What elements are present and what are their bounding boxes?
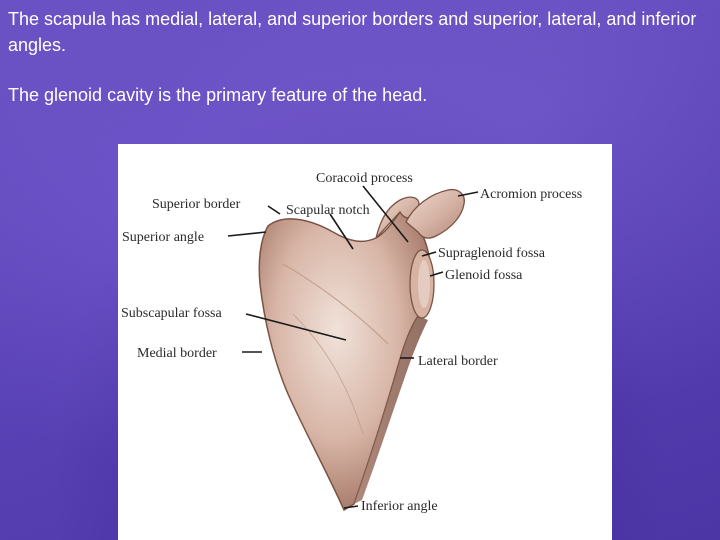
paragraph-scapula-borders: The scapula has medial, lateral, and sup… — [8, 9, 697, 55]
leader-coracoid-process — [362, 185, 409, 243]
leader-superior-angle — [227, 231, 267, 237]
scapula-diagram: Coracoid process Acromion process Superi… — [118, 144, 612, 540]
paragraph-glenoid-cavity: The glenoid cavity is the primary featur… — [8, 85, 428, 105]
lateral-ridge — [354, 316, 428, 504]
label-lateral-border: Lateral border — [418, 354, 498, 369]
label-superior-border: Superior border — [152, 197, 241, 212]
leader-scapular-notch — [329, 213, 354, 250]
slide-text: The scapula has medial, lateral, and sup… — [8, 6, 708, 108]
label-acromion-process: Acromion process — [480, 187, 582, 202]
label-scapular-notch: Scapular notch — [286, 203, 370, 218]
label-supraglenoid-fossa: Supraglenoid fossa — [438, 246, 546, 261]
acromion-process-shape — [405, 188, 465, 239]
leader-glenoid-fossa — [429, 271, 444, 277]
scapula-illustration: Coracoid process Acromion process Superi… — [121, 171, 582, 514]
leader-inferior-angle — [343, 505, 359, 509]
label-medial-border: Medial border — [137, 346, 217, 361]
label-inferior-angle: Inferior angle — [361, 499, 438, 514]
label-superior-angle: Superior angle — [122, 230, 204, 245]
label-subscapular-fossa: Subscapular fossa — [121, 306, 222, 321]
label-coracoid-process: Coracoid process — [316, 171, 413, 186]
leader-acromion-process — [457, 191, 479, 197]
leader-subscapular-fossa — [245, 313, 347, 341]
leader-supraglenoid-fossa — [421, 251, 437, 257]
leader-superior-border — [267, 205, 281, 215]
label-glenoid-fossa: Glenoid fossa — [445, 268, 523, 283]
